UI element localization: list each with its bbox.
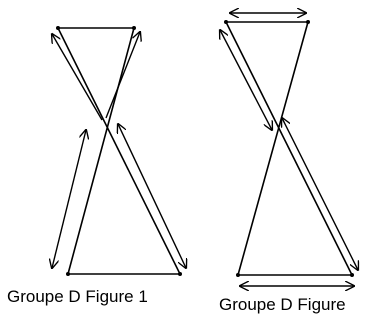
figure-1-vertex xyxy=(56,26,60,30)
figure-1-vertex xyxy=(66,272,70,276)
figure-1: Groupe D Figure 1 xyxy=(7,26,186,306)
figure-1-arrow-bottom-right xyxy=(118,124,186,268)
figure-1-vertex xyxy=(132,26,136,30)
figure-2: Groupe D Figure xyxy=(219,13,358,314)
figure-2-vertex xyxy=(236,273,240,277)
figure-2-arrows xyxy=(220,13,358,286)
figure-2-arrow-right xyxy=(282,118,358,270)
figure-1-arrows xyxy=(52,32,186,268)
figure-2-vertex xyxy=(306,20,310,24)
figure-1-vertex xyxy=(178,272,182,276)
figure-1-diagonal-right xyxy=(67,27,135,275)
figure-1-arrow-top-left xyxy=(52,34,103,121)
figure-2-vertex xyxy=(224,20,228,24)
figure-1-caption: Groupe D Figure 1 xyxy=(7,287,148,306)
figure-1-arrow-top-right xyxy=(105,32,140,119)
figure-2-diagonal-left xyxy=(225,21,353,276)
figure-2-arrow-left xyxy=(220,30,272,130)
figure-1-shape xyxy=(56,26,182,276)
figure-1-arrow-bottom-left xyxy=(52,130,86,268)
figure-2-vertex xyxy=(350,273,354,277)
figure-2-caption: Groupe D Figure xyxy=(219,295,346,314)
figure-2-diagonal-right xyxy=(237,21,309,276)
figure-1-diagonal-left xyxy=(57,27,181,275)
figure-2-shape xyxy=(224,20,354,277)
